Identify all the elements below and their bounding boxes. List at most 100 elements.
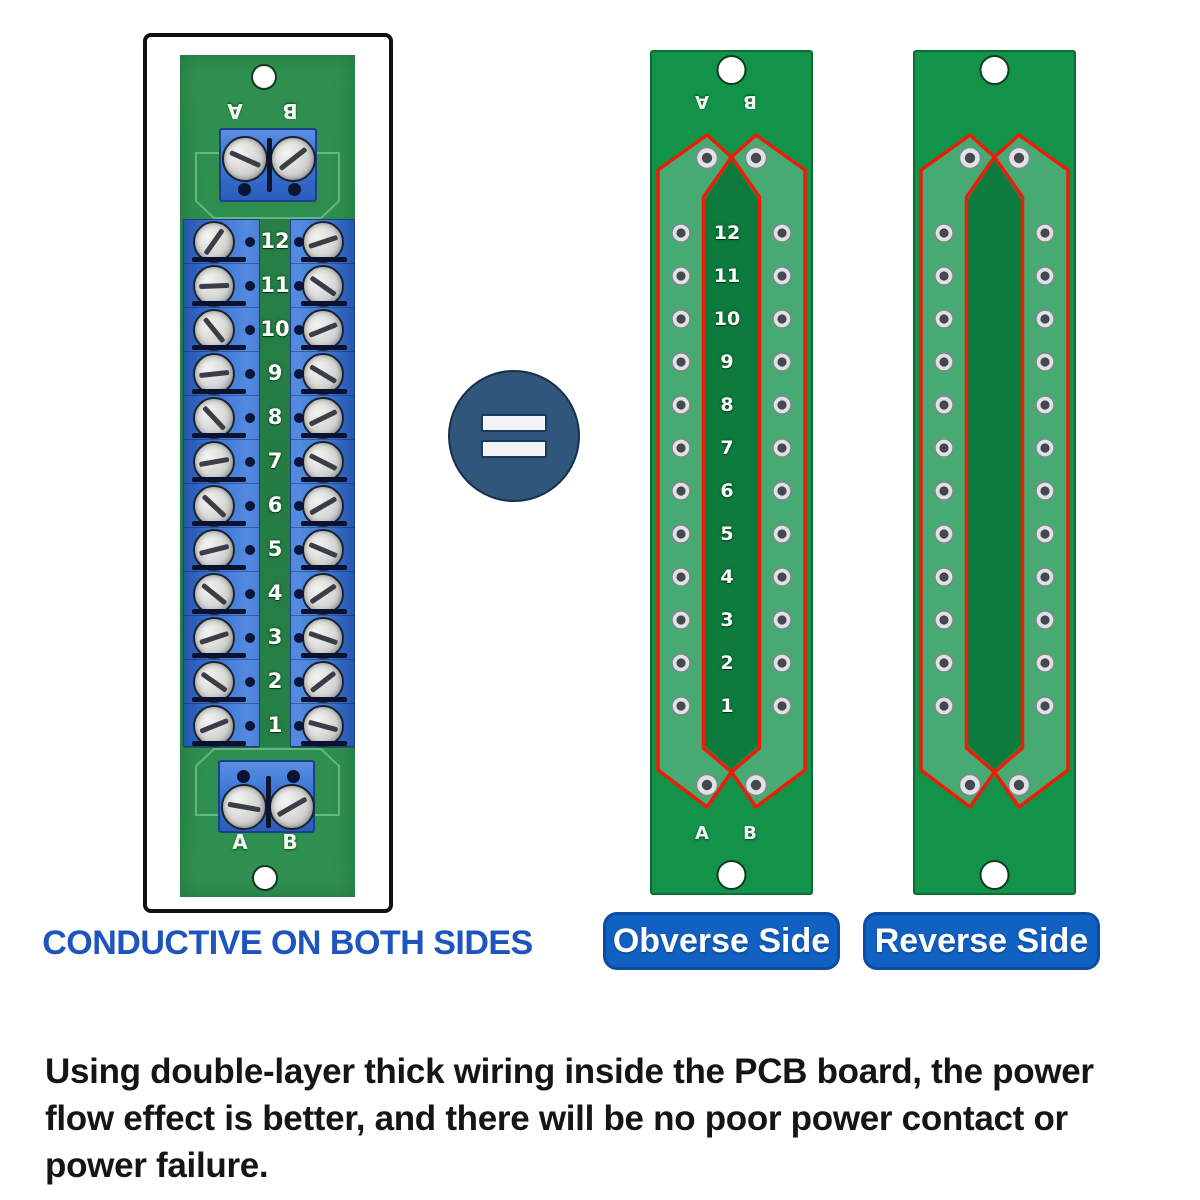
description-line: Using double-layer thick wiring inside t… bbox=[45, 1052, 1094, 1091]
mounting-hole bbox=[716, 55, 747, 85]
terminal-unit bbox=[184, 220, 259, 264]
wire-hole bbox=[245, 280, 255, 291]
terminal-unit bbox=[184, 484, 259, 528]
terminal-unit bbox=[184, 528, 259, 572]
terminal-unit bbox=[291, 264, 354, 308]
screw-head bbox=[193, 484, 235, 527]
position-number: 9 bbox=[720, 350, 734, 373]
wire-clamp-slot bbox=[301, 389, 347, 394]
wire-clamp-slot bbox=[192, 301, 246, 306]
terminal-unit bbox=[184, 660, 259, 704]
wire-hole bbox=[245, 412, 255, 423]
wire-hole bbox=[245, 500, 255, 511]
wire-clamp-slot bbox=[192, 345, 246, 350]
wire-clamp-slot bbox=[192, 521, 246, 526]
terminal-unit bbox=[291, 572, 354, 616]
wire-clamp-slot bbox=[192, 653, 246, 658]
wire-hole bbox=[245, 544, 255, 555]
wire-hole bbox=[245, 720, 255, 731]
terminal-unit bbox=[184, 572, 259, 616]
position-number: 6 bbox=[720, 479, 734, 502]
terminal-unit bbox=[291, 352, 354, 396]
equals-bar bbox=[481, 414, 547, 432]
terminal-unit bbox=[291, 704, 354, 748]
terminal-unit bbox=[291, 616, 354, 660]
screw-head bbox=[302, 572, 344, 615]
screw-head bbox=[302, 264, 344, 307]
position-number: 1 bbox=[720, 694, 734, 717]
pcb-label-b: B bbox=[743, 91, 757, 112]
wire-clamp-slot bbox=[301, 477, 347, 482]
reverse-side-badge-label: Reverse Side bbox=[874, 921, 1089, 960]
position-number: 11 bbox=[260, 273, 290, 297]
description-line: flow effect is better, and there will be… bbox=[45, 1099, 1068, 1138]
screw-head bbox=[193, 704, 235, 747]
wire-hole bbox=[245, 236, 255, 247]
terminal-unit bbox=[291, 308, 354, 352]
wire-hole bbox=[294, 412, 304, 423]
terminal-unit bbox=[184, 352, 259, 396]
block-divider bbox=[267, 138, 272, 192]
equals-bar bbox=[481, 440, 547, 458]
block-divider bbox=[266, 776, 271, 828]
position-number: 3 bbox=[267, 625, 283, 649]
wire-clamp-slot bbox=[301, 609, 347, 614]
position-number: 8 bbox=[267, 405, 283, 429]
pcb-center-strip bbox=[705, 160, 758, 769]
wire-hole bbox=[294, 632, 304, 643]
input-terminal-block-top bbox=[219, 128, 317, 202]
position-number: 4 bbox=[720, 565, 734, 588]
terminal-unit bbox=[184, 616, 259, 660]
description-paragraph: Using double-layer thick wiring inside t… bbox=[45, 1048, 1190, 1189]
terminal-strip-right bbox=[290, 219, 355, 748]
wire-hole bbox=[294, 368, 304, 379]
position-number: 9 bbox=[267, 361, 283, 385]
wire-hole bbox=[294, 456, 304, 467]
wire-hole bbox=[294, 676, 304, 687]
mounting-hole bbox=[979, 860, 1010, 890]
position-number: 5 bbox=[267, 537, 283, 561]
mounting-hole bbox=[252, 865, 278, 891]
wire-hole bbox=[245, 632, 255, 643]
mounting-hole bbox=[716, 860, 747, 890]
wire-clamp-slot bbox=[192, 565, 246, 570]
wire-clamp-slot bbox=[301, 741, 347, 746]
wire-clamp-slot bbox=[192, 389, 246, 394]
wire-hole bbox=[287, 770, 300, 783]
description-line: power failure. bbox=[45, 1146, 269, 1185]
terminal-unit bbox=[184, 264, 259, 308]
position-number: 7 bbox=[267, 449, 283, 473]
screw-head bbox=[302, 352, 344, 395]
wire-hole bbox=[245, 456, 255, 467]
position-number: 12 bbox=[260, 229, 290, 253]
wire-hole bbox=[294, 720, 304, 731]
terminal-strip-left bbox=[183, 219, 260, 748]
terminal-unit bbox=[291, 396, 354, 440]
reverse-side-badge: Reverse Side bbox=[863, 912, 1100, 970]
screw-head bbox=[193, 264, 235, 307]
wire-hole bbox=[294, 324, 304, 335]
screw-head bbox=[193, 616, 235, 659]
screw-head bbox=[222, 136, 268, 182]
copper-trace-right bbox=[919, 133, 997, 809]
position-number: 11 bbox=[713, 264, 741, 287]
pcb-center-strip bbox=[968, 160, 1021, 769]
wire-clamp-slot bbox=[301, 565, 347, 570]
wire-clamp-slot bbox=[192, 741, 246, 746]
position-number: 2 bbox=[267, 669, 283, 693]
wire-clamp-slot bbox=[301, 345, 347, 350]
wire-hole bbox=[238, 183, 251, 196]
screw-head bbox=[302, 704, 344, 747]
terminal-unit bbox=[291, 660, 354, 704]
wire-hole bbox=[294, 544, 304, 555]
position-number: 2 bbox=[720, 651, 734, 674]
position-number: 4 bbox=[267, 581, 283, 605]
position-number: 7 bbox=[720, 436, 734, 459]
terminal-unit bbox=[291, 220, 354, 264]
terminal-unit bbox=[291, 528, 354, 572]
terminal-unit bbox=[184, 440, 259, 484]
